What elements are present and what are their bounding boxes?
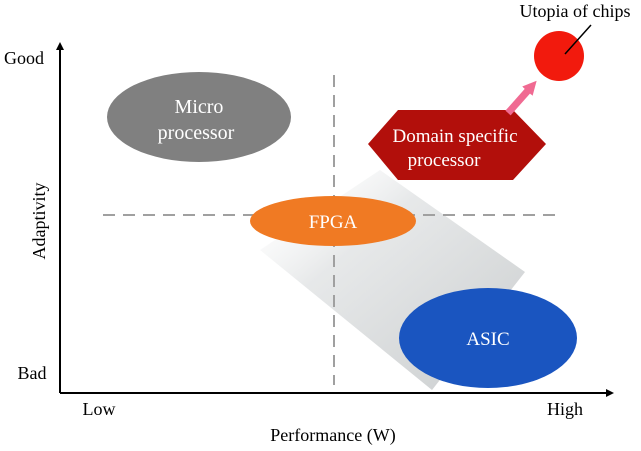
y-axis-top-label: Good (4, 48, 44, 68)
microprocessor-label-line1: Micro (175, 96, 224, 118)
x-axis-left-label: Low (83, 399, 116, 419)
microprocessor-label-line2: processor (158, 122, 235, 144)
utopia-circle (534, 31, 584, 81)
domain-specific-processor-node: Domain specific processor (368, 110, 546, 180)
progress-arrow (505, 80, 537, 116)
x-axis-right-label: High (547, 399, 583, 419)
y-axis-bottom-label: Bad (18, 363, 47, 383)
fpga-node: FPGA (250, 196, 416, 246)
utopia-pointer-line (564, 24, 592, 55)
asic-label: ASIC (466, 329, 509, 350)
x-axis-title: Performance (W) (270, 425, 395, 446)
dsp-label-line1: Domain specific (392, 126, 517, 147)
asic-node: ASIC (399, 288, 577, 388)
utopia-label: Utopia of chips (520, 1, 631, 21)
fpga-label: FPGA (309, 212, 358, 233)
y-axis-title: Adaptivity (29, 183, 49, 260)
dsp-label-line2: processor (408, 150, 481, 171)
microprocessor-node: Micro processor (107, 72, 291, 162)
